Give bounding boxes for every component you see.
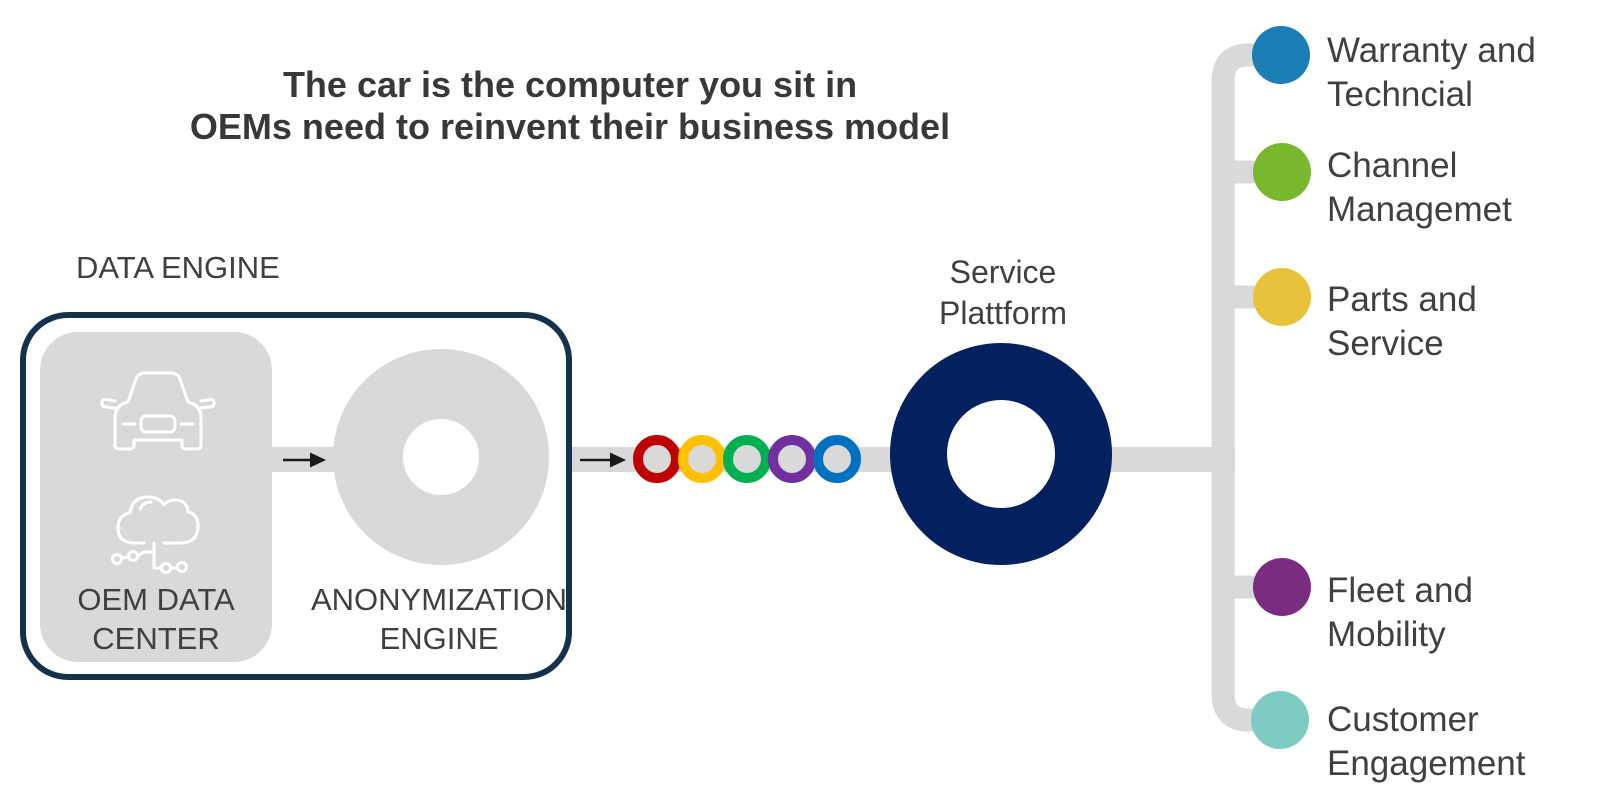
- branch-label-line: Customer: [1327, 700, 1479, 739]
- branch-circle-warranty: [1252, 26, 1310, 84]
- branch-label-warranty: Warranty and Techncial: [1327, 29, 1595, 117]
- anon-label-line-2: ENGINE: [379, 621, 499, 656]
- branch-label-line: Channel: [1327, 146, 1458, 185]
- pipeline-blue-donut: [813, 435, 861, 483]
- anonymization-engine-label: ANONYMIZATION ENGINE: [288, 580, 590, 658]
- headline: The car is the computer you sit in OEMs …: [70, 64, 1070, 148]
- oem-label-line-2: CENTER: [92, 621, 220, 656]
- branch-label-channel: Channel Managemet: [1327, 144, 1595, 232]
- pipeline-green-donut: [723, 435, 771, 483]
- branch-label-parts: Parts and Service: [1327, 278, 1595, 366]
- service-label-line-1: Service: [949, 254, 1057, 290]
- branch-circle-fleet: [1253, 558, 1311, 616]
- cloud-branch-left: [137, 550, 156, 557]
- branch-tree-trunk: [1211, 43, 1260, 732]
- cloud-inner-arc: [138, 500, 153, 511]
- branch-label-line: Techncial: [1327, 75, 1473, 114]
- car-body: [113, 371, 203, 451]
- branch-circle-parts: [1253, 268, 1311, 326]
- branch-circle-channel: [1253, 143, 1311, 201]
- anonymization-engine-donut: [333, 349, 549, 565]
- cloud-outline: [116, 495, 200, 545]
- branch-label-line: Engagement: [1327, 744, 1526, 783]
- anon-label-line-1: ANONYMIZATION: [310, 582, 568, 617]
- cloud-network-icon: [111, 495, 200, 574]
- branch-circle-customer: [1251, 691, 1309, 749]
- arrow-oem-to-anonymization: [283, 452, 326, 468]
- cloud-link-left: [121, 555, 130, 560]
- data-engine-frame: [20, 312, 572, 680]
- branch-label-line: Fleet and: [1327, 571, 1473, 610]
- headline-line-1: The car is the computer you sit in: [282, 64, 858, 105]
- car-icon: [100, 371, 216, 451]
- oem-data-center-label: OEM DATA CENTER: [40, 580, 272, 658]
- pipeline-yellow-donut: [678, 435, 726, 483]
- car-mirror-right: [199, 397, 216, 410]
- branch-label-line: Managemet: [1327, 190, 1512, 229]
- oem-label-line-1: OEM DATA: [77, 582, 235, 617]
- branch-label-line: Mobility: [1327, 615, 1446, 654]
- data-engine-label: DATA ENGINE: [76, 250, 280, 285]
- service-label-line-2: Plattform: [938, 295, 1068, 331]
- cloud-node: [111, 553, 123, 565]
- branch-label-line: Warranty and: [1327, 31, 1536, 70]
- cloud-node: [127, 550, 139, 562]
- cloud-stem: [152, 541, 162, 570]
- branch-label-line: Service: [1327, 324, 1444, 363]
- car-mirror-left: [100, 397, 117, 410]
- service-platform-label: Service Plattform: [903, 252, 1103, 334]
- arrow-engine-to-pipeline: [580, 452, 626, 468]
- service-platform-donut: [890, 343, 1112, 565]
- pipeline-red-donut: [633, 435, 681, 483]
- car-plate: [139, 414, 177, 434]
- branch-label-fleet: Fleet and Mobility: [1327, 569, 1595, 657]
- cloud-node: [160, 562, 172, 574]
- headline-line-2: OEMs need to reinvent their business mod…: [189, 106, 951, 147]
- cloud-node: [176, 561, 188, 573]
- branch-label-customer: Customer Engagement: [1327, 698, 1595, 786]
- pipeline-purple-donut: [768, 435, 816, 483]
- branch-label-line: Parts and: [1327, 280, 1477, 319]
